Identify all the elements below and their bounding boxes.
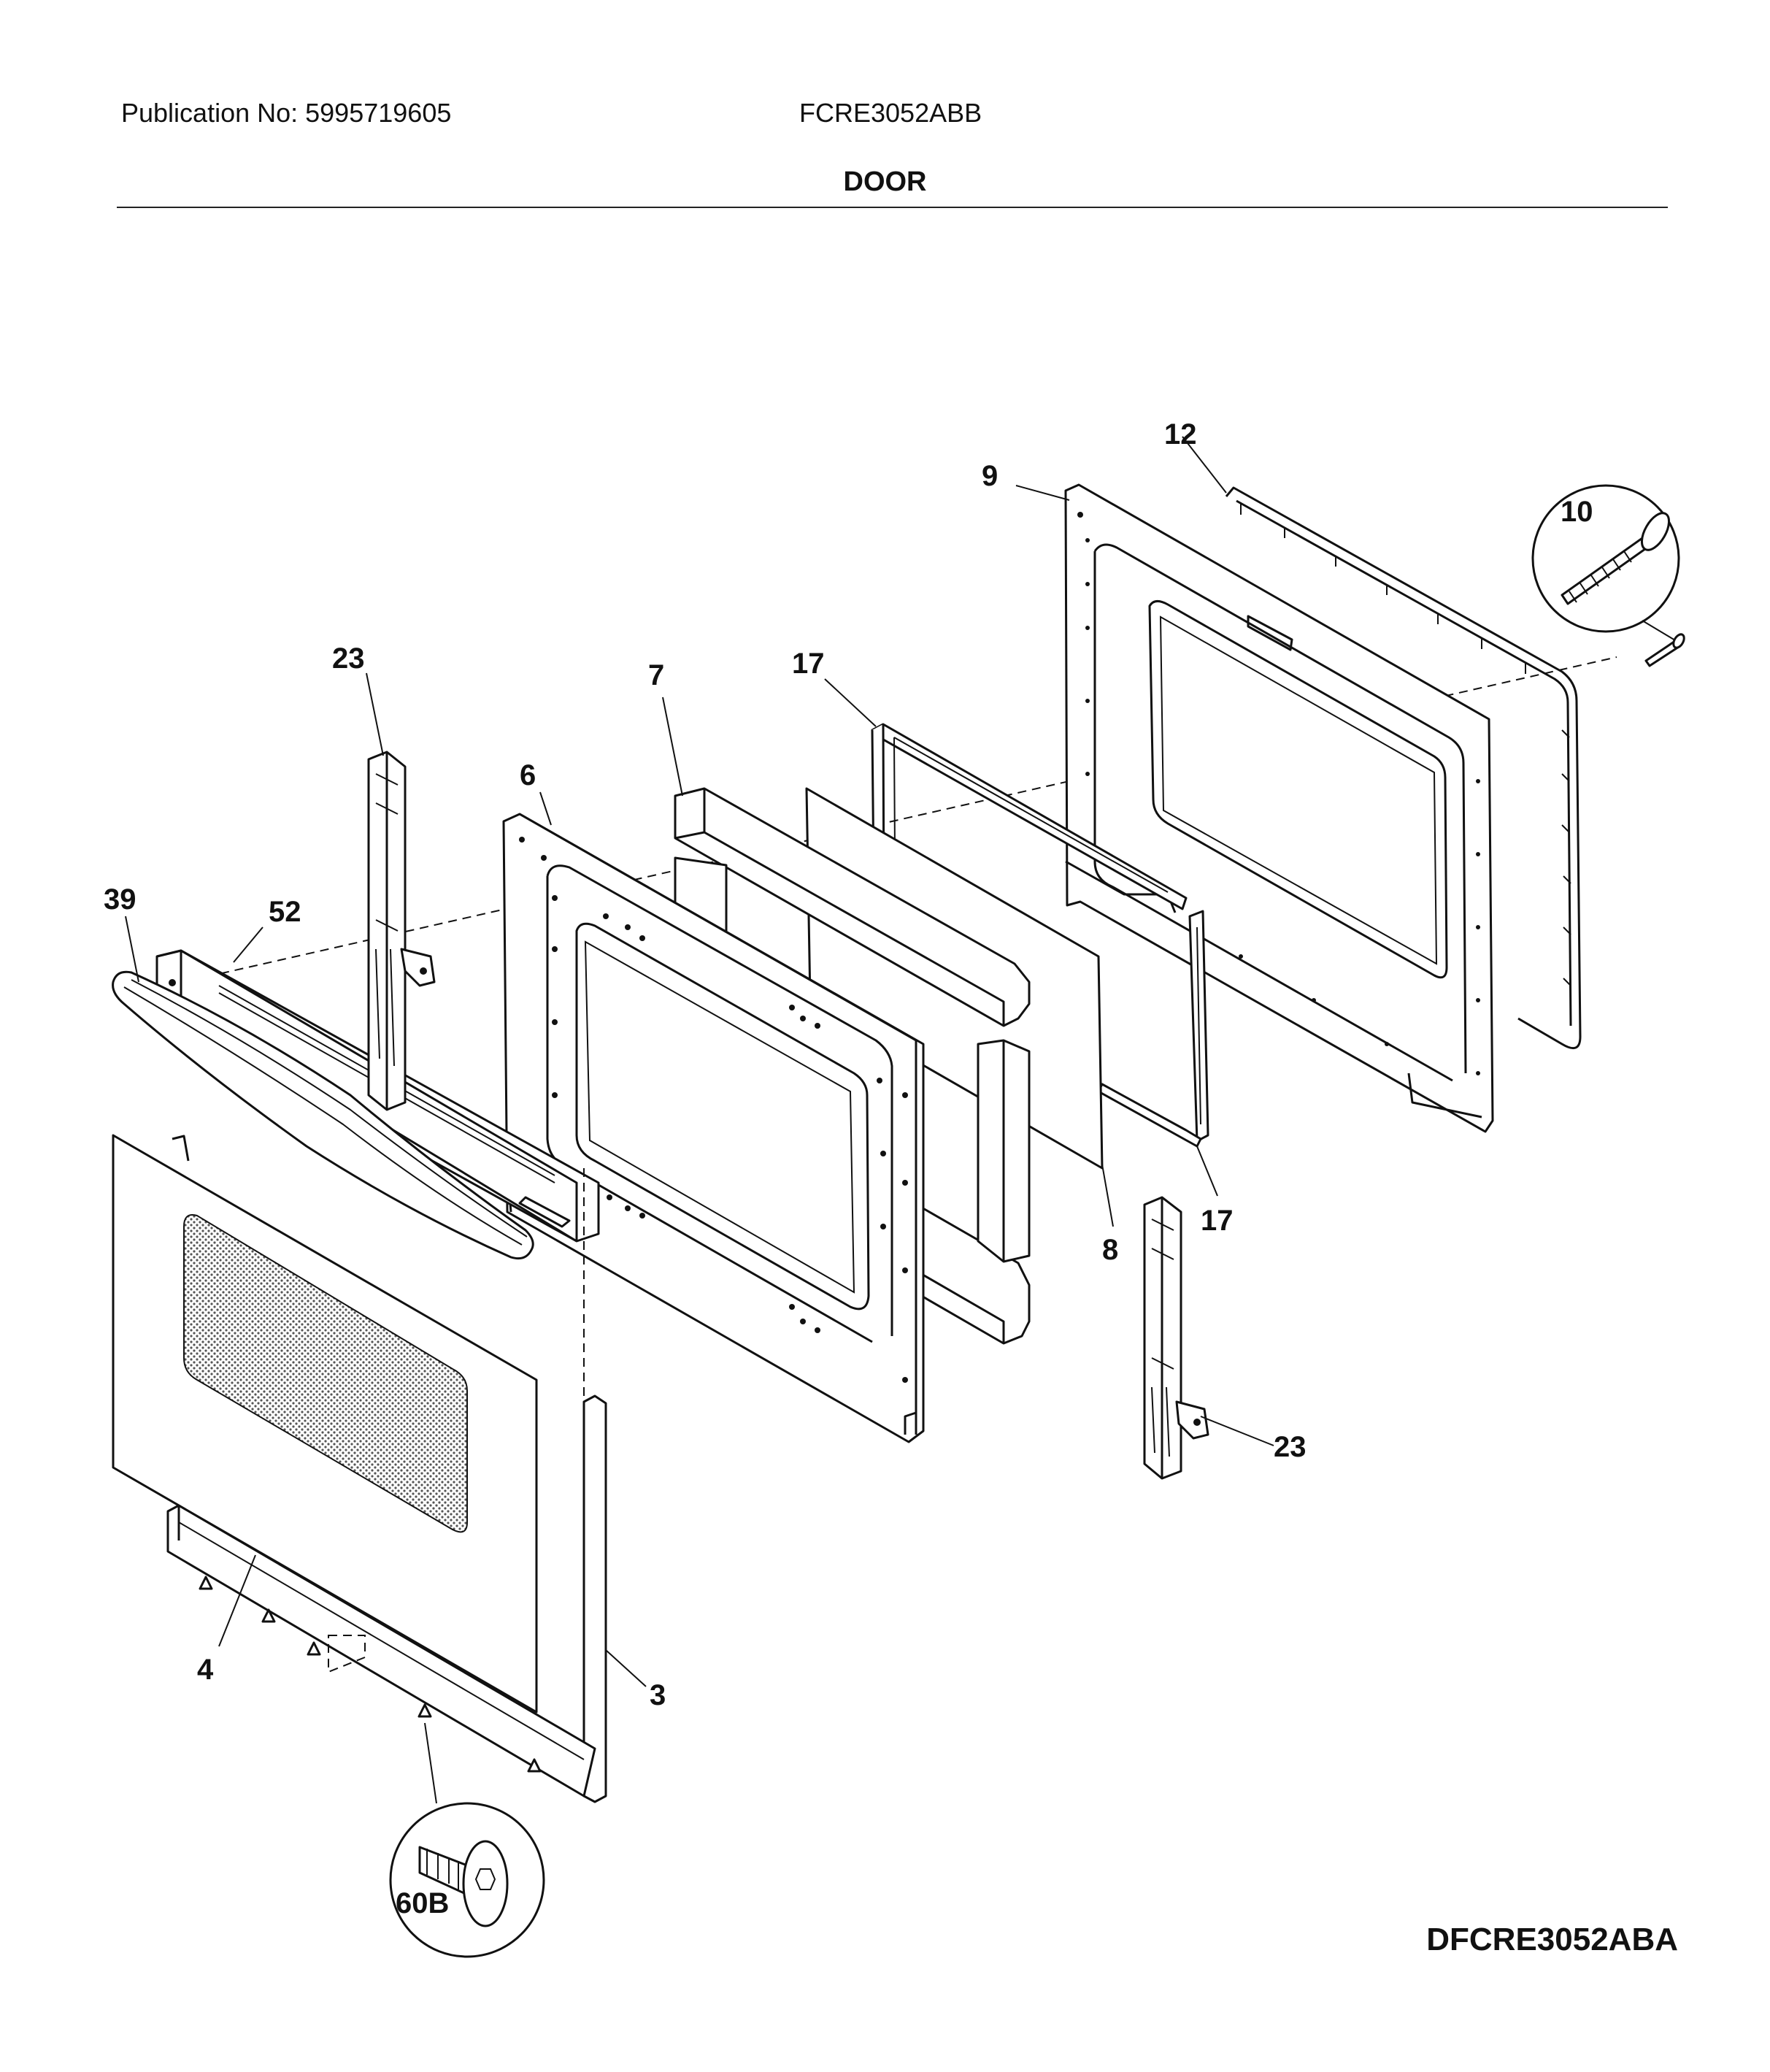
viewing-window-mesh (183, 1214, 468, 1533)
part-3-outer-door-panel (166, 1168, 607, 1803)
callout-23-left: 23 (332, 642, 365, 675)
screws-60b (199, 1576, 542, 1773)
callout-17-bottom: 17 (1201, 1205, 1234, 1237)
callout-52: 52 (269, 896, 301, 928)
callout-60b: 60B (396, 1887, 449, 1919)
callout-39: 39 (104, 883, 136, 916)
part-4-outer-glass (112, 1134, 538, 1714)
part-12-door-gasket (1225, 486, 1582, 1050)
callout-4: 4 (197, 1654, 214, 1686)
part-17-glass-retainer-bottom (1097, 910, 1209, 1148)
diagram-code: DFCRE3052ABA (1426, 1922, 1678, 1957)
part-60b-inset-detail (389, 1802, 545, 1958)
callout-7: 7 (648, 659, 664, 691)
callout-8: 8 (1102, 1234, 1118, 1266)
model-number: FCRE3052ABB (799, 98, 982, 128)
part-39-door-handle (112, 970, 534, 1260)
callout-12: 12 (1164, 418, 1197, 450)
part-9-inner-door-panel (1064, 483, 1494, 1133)
callout-17-top: 17 (792, 648, 825, 680)
part-23-hinge-right (1143, 1196, 1209, 1480)
part-6-door-liner (502, 813, 925, 1443)
section-title: DOOR (843, 166, 927, 197)
callout-labels: 12 9 10 23 7 17 6 39 52 17 8 23 4 3 60B (104, 418, 1593, 1919)
callout-3: 3 (650, 1679, 666, 1711)
callout-10: 10 (1561, 496, 1593, 528)
publication-number: Publication No: 5995719605 (121, 98, 452, 128)
part-10-inset-detail (1531, 484, 1685, 667)
header-divider (117, 207, 1668, 208)
callout-23-right: 23 (1274, 1431, 1307, 1463)
callout-9: 9 (982, 460, 998, 492)
callout-6: 6 (520, 759, 536, 791)
leader-lines (125, 436, 1274, 1804)
part-23-hinge-left (367, 751, 436, 1111)
